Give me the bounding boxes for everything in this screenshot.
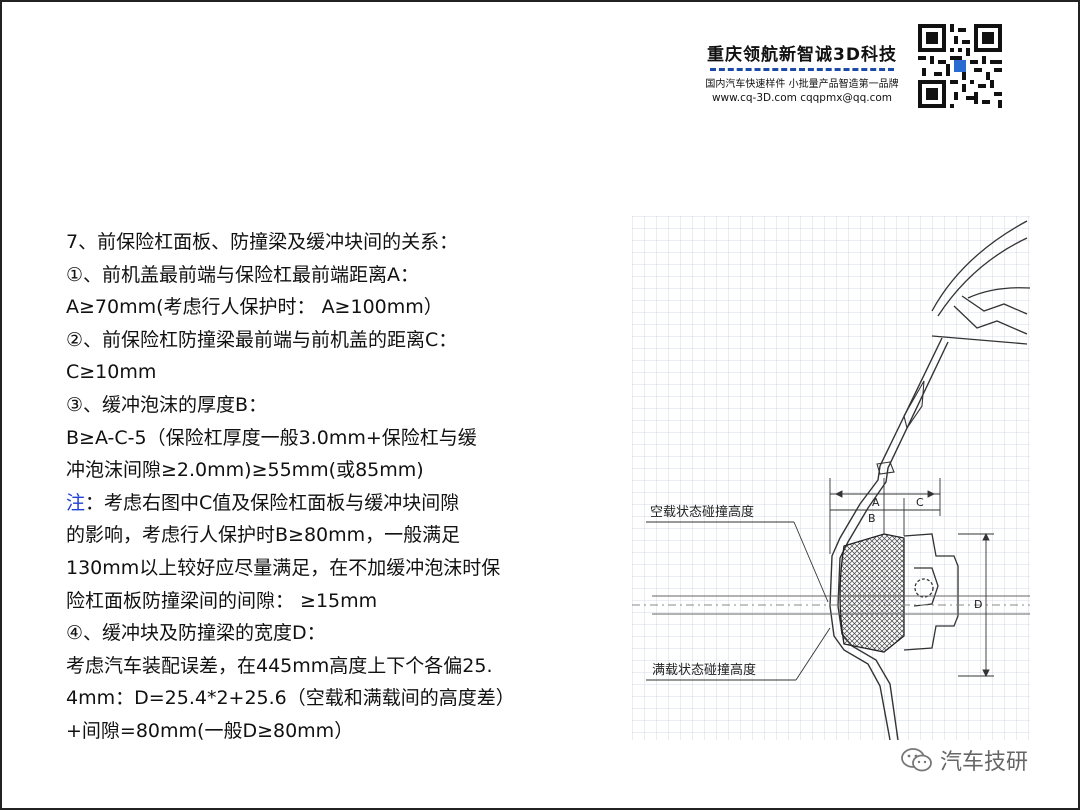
grid-background	[632, 216, 1030, 740]
brand-name: 重庆领航新智诚3D科技	[707, 45, 897, 65]
reference-lines	[632, 595, 1030, 615]
bumper-section-diagram: A B C D 空载状态碰撞高度 满载状态碰撞高度	[632, 216, 1030, 740]
full-load-label: 满载状态碰撞高度	[652, 662, 756, 678]
brand-tagline: 国内汽车快速样件 小批量产品智造第一品牌	[705, 79, 899, 90]
text-line: 险杠面板防撞梁间的间隙： ≥15mm	[66, 589, 378, 612]
empty-load-label: 空载状态碰撞高度	[650, 504, 754, 520]
dimension-a-label: A	[872, 496, 880, 509]
chat-bubble-icon	[901, 748, 932, 772]
note-label: 注	[66, 491, 86, 514]
dimension-c-label: C	[916, 496, 924, 509]
foam-block	[839, 533, 905, 653]
brand-contact: www.cq-3D.com cqqpmx@qq.com	[711, 92, 893, 104]
text-line: 7、前保险杠面板、防撞梁及缓冲块间的关系：	[66, 231, 459, 253]
text-line: ④、缓冲块及防撞梁的宽度D：	[66, 622, 326, 645]
bumper-fascia	[829, 337, 949, 740]
text-line: ②、前保险杠防撞梁最前端与前机盖的距离C：	[66, 328, 458, 351]
text-line: 考虑汽车装配误差，在445mm高度上下个各偏25.	[66, 654, 493, 677]
text-line: +间隙=80mm(一般D≥80mm）	[66, 719, 354, 742]
dimension-lines	[829, 478, 994, 678]
note-text: ：考虑右图中C值及保险杠面板与缓冲块间隙	[85, 491, 460, 514]
text-line: 冲泡沫间隙≥2.0mm)≥55mm(或85mm)	[66, 459, 424, 482]
dimension-d-label: D	[974, 598, 982, 611]
note-line: 注：考虑右图中C值及保险杠面板与缓冲块间隙	[66, 487, 586, 520]
text-line: C≥10mm	[66, 361, 157, 384]
brand-divider	[710, 68, 894, 71]
brand-header: 重庆领航新智诚3D科技 国内汽车快速样件 小批量产品智造第一品牌 www.cq-…	[702, 40, 902, 104]
dimension-b-label: B	[868, 512, 876, 525]
qr-code-icon	[918, 24, 1002, 108]
text-line: B≥A-C-5（保险杠厚度一般3.0mm+保险杠与缓	[66, 426, 477, 449]
text-line: A≥70mm(考虑行人保护时： A≥100mm）	[66, 296, 443, 319]
text-line: 的影响，考虑行人保护时B≥80mm，一般满足	[66, 524, 461, 547]
watermark: 汽车技研	[900, 744, 1028, 776]
text-line: 4mm：D=25.4*2+25.6（空载和满载间的高度差）	[66, 687, 515, 710]
main-text: 7、前保险杠面板、防撞梁及缓冲块间的关系： ①、前机盖最前端与保险杠最前端距离A…	[66, 226, 586, 748]
text-line: ③、缓冲泡沫的厚度B：	[66, 393, 268, 416]
text-line: ①、前机盖最前端与保险杠最前端距离A：	[66, 263, 420, 286]
text-line: 130mm以上较好应尽量满足，在不加缓冲泡沫时保	[66, 556, 501, 579]
leader-lines	[646, 521, 831, 681]
hood-outline	[931, 220, 1030, 345]
watermark-text: 汽车技研	[940, 750, 1029, 775]
